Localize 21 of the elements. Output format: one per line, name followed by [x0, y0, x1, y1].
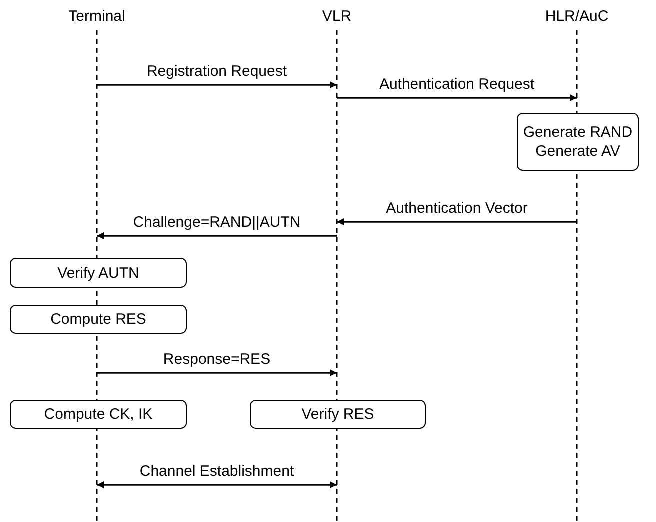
lifeline-header: Terminal	[68, 8, 126, 25]
message-arrow	[337, 94, 577, 102]
process-box	[10, 258, 187, 288]
process-box	[517, 113, 639, 171]
lifeline-header: VLR	[322, 8, 352, 25]
step-text: Verify AUTN	[58, 264, 140, 282]
step-text: Compute RES	[50, 310, 146, 329]
message-arrow	[97, 369, 337, 377]
message-arrow	[97, 481, 337, 489]
process-box	[250, 400, 426, 429]
lifeline-header: HLR/AuC	[545, 8, 609, 25]
step-text: Generate AV	[536, 142, 620, 161]
step-text: Generate RAND	[523, 123, 633, 142]
process-box	[10, 305, 187, 334]
process-box	[10, 400, 187, 429]
step-text: Verify RES	[302, 405, 374, 424]
message-arrow	[337, 218, 577, 226]
message-arrow	[97, 232, 337, 240]
step-text: Compute CK, IK	[44, 405, 153, 424]
message-label: Authentication Request	[377, 76, 537, 93]
message-arrow	[97, 81, 337, 89]
